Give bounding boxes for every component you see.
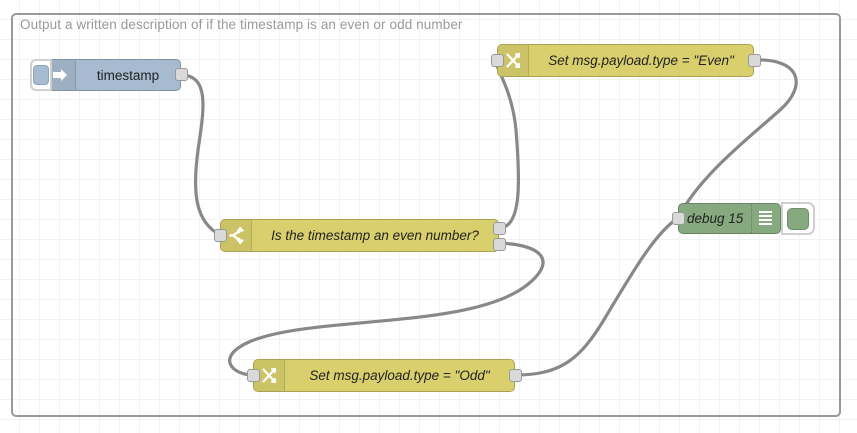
node-group-label: Output a written description of if the t… [20,17,463,32]
node-label-change-odd: Set msg.payload.type = "Odd" [309,368,490,383]
node-label-debug: debug 15 [679,204,753,233]
node-switch-even-check[interactable]: Is the timestamp an even number? [220,219,499,252]
node-inject-timestamp[interactable]: timestamp [44,59,181,91]
inject-trigger-button[interactable] [30,59,52,91]
node-label-change-even: Set msg.payload.type = "Even" [548,53,734,68]
wire-change-odd-to-debug[interactable] [513,216,680,377]
port-output-change-odd[interactable] [509,369,522,382]
port-input-change-even[interactable] [491,54,504,67]
debug-toggle-button[interactable] [781,202,815,235]
debug-lines-icon [752,204,780,233]
port-output-change-even[interactable] [748,54,761,67]
node-label-switch: Is the timestamp an even number? [271,228,479,243]
wire-inject-to-switch[interactable] [179,73,222,237]
inject-button-inner [33,65,49,85]
wire-switch-out1-to-change-even[interactable] [494,58,521,230]
node-debug-15[interactable]: debug 15 [678,203,781,234]
port-output-inject[interactable] [175,68,188,81]
debug-button-inner [787,207,809,230]
port-input-debug[interactable] [672,212,685,225]
node-label-inject: timestamp [96,67,160,83]
node-group-box[interactable] [11,13,841,417]
port-output1-switch[interactable] [493,222,506,235]
port-input-switch[interactable] [214,229,227,242]
port-input-change-odd[interactable] [247,369,260,382]
node-change-odd[interactable]: Set msg.payload.type = "Odd" [253,359,515,392]
wire-change-even-to-debug[interactable] [676,58,798,220]
node-change-even[interactable]: Set msg.payload.type = "Even" [497,44,754,77]
port-output2-switch[interactable] [493,238,506,251]
wire-switch-out2-to-change-odd[interactable] [228,241,545,377]
